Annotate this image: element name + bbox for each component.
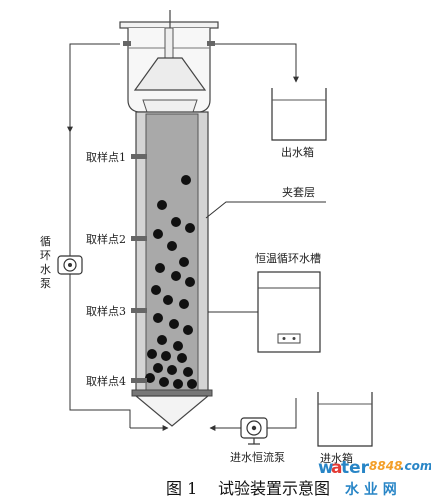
watermark-letter-a: a — [331, 458, 342, 478]
media-particle — [159, 377, 169, 387]
sample-port-1 — [131, 154, 147, 159]
media-particle — [185, 277, 195, 287]
media-particle — [145, 373, 155, 383]
media-particle — [155, 263, 165, 273]
media-particle — [173, 341, 183, 351]
sample-port-3 — [131, 308, 147, 313]
media-particles — [145, 175, 197, 389]
media-particle — [179, 257, 189, 267]
thermostat-tank — [257, 271, 321, 353]
media-particle — [171, 217, 181, 227]
circulation-pump-label-4: 泵 — [40, 277, 51, 290]
media-particle — [173, 379, 183, 389]
watermark-subtitle: 水 业 网 — [345, 481, 397, 498]
sample-point-3-label: 取样点3 — [86, 304, 126, 318]
watermark-suffix: .com — [400, 459, 431, 473]
media-particle — [187, 379, 197, 389]
circulation-pump-icon — [57, 255, 83, 275]
outlet-box-label: 出水箱 — [281, 145, 314, 159]
sample-port-2 — [131, 236, 147, 241]
media-particle — [157, 335, 167, 345]
sample-point-1-label: 取样点1 — [86, 150, 126, 164]
inlet-box-label: 进水箱 — [320, 451, 353, 465]
media-particle — [157, 200, 167, 210]
media-particle — [171, 271, 181, 281]
media-particle — [169, 319, 179, 329]
inlet-box — [317, 392, 373, 447]
funnel-icon — [133, 57, 207, 91]
media-particle — [179, 299, 189, 309]
media-particle — [153, 229, 163, 239]
sample-port-4 — [131, 378, 147, 383]
media-particle — [153, 313, 163, 323]
circulation-pump-label-2: 环 — [40, 249, 51, 262]
media-particle — [153, 363, 163, 373]
media-particle — [181, 175, 191, 185]
inlet-pump-label: 进水恒流泵 — [230, 450, 285, 464]
figure-title: 试验装置示意图 — [218, 479, 330, 498]
watermark-logo: w a ter 8848 .com 水 业 网 — [318, 458, 431, 498]
inlet-pump-icon — [240, 417, 268, 445]
circulation-pump-label-3: 水 — [40, 263, 51, 276]
sample-point-4-label: 取样点4 — [86, 374, 126, 388]
outlet-box — [271, 88, 327, 141]
thermostat-label: 恒温循环水槽 — [255, 252, 321, 265]
top-settler — [119, 10, 219, 113]
watermark-number: 8848 — [369, 459, 402, 473]
media-particle — [167, 365, 177, 375]
media-particle — [177, 353, 187, 363]
figure-number: 图 1 — [166, 479, 197, 498]
reactor-column — [131, 111, 213, 427]
media-particle — [147, 349, 157, 359]
jacket-label: 夹套层 — [282, 186, 315, 199]
media-particle — [151, 285, 161, 295]
media-particle — [161, 351, 171, 361]
watermark-letters-ter: ter — [341, 458, 370, 478]
media-particle — [185, 223, 195, 233]
media-particle — [163, 295, 173, 305]
watermark-letter-w: w — [318, 458, 334, 478]
sampling-ports — [131, 154, 147, 383]
circulation-pump-label-1: 循 — [40, 235, 51, 248]
cone-bottom — [134, 395, 210, 427]
media-particle — [167, 241, 177, 251]
media-particle — [183, 325, 193, 335]
sample-point-2-label: 取样点2 — [86, 232, 126, 246]
media-particle — [183, 367, 193, 377]
